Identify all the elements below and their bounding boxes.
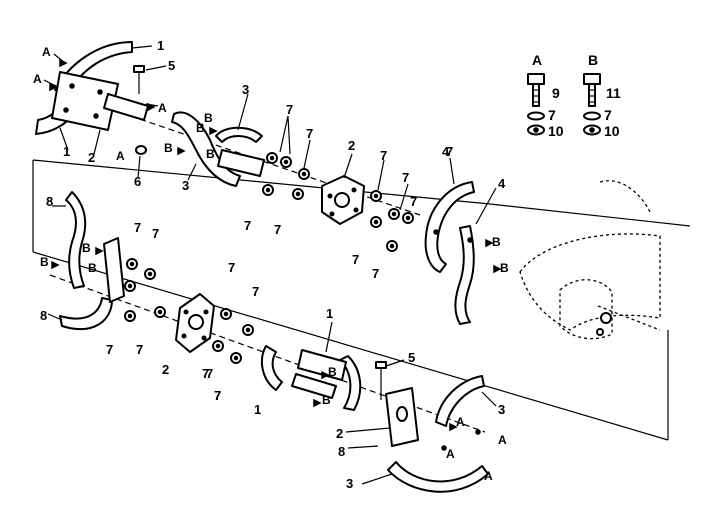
callout-a: A bbox=[498, 433, 507, 447]
callout-7: 7 bbox=[252, 284, 259, 299]
bolt-b-icon bbox=[583, 73, 601, 85]
callout-5: 5 bbox=[168, 58, 175, 73]
callout-7: 7 bbox=[214, 388, 221, 403]
washer-stack-top bbox=[262, 152, 310, 200]
callout-3: 3 bbox=[242, 82, 249, 97]
flange-3 bbox=[215, 126, 263, 143]
callout-7: 7 bbox=[244, 218, 251, 233]
callout-2: 2 bbox=[162, 362, 169, 377]
callout-b: B bbox=[206, 147, 215, 161]
callout-2: 2 bbox=[348, 138, 355, 153]
callout-7: 7 bbox=[274, 222, 281, 237]
tine-1-bottom bbox=[260, 345, 283, 391]
callout-a: A bbox=[42, 45, 51, 59]
callout-7: 7 bbox=[352, 252, 359, 267]
callout-2: 2 bbox=[336, 426, 343, 441]
callout-8: 8 bbox=[40, 308, 47, 323]
washer-b-icon bbox=[583, 111, 601, 121]
svg-text:11: 11 bbox=[606, 85, 621, 101]
callout-4: 4 bbox=[442, 144, 450, 159]
callout-labels: 1 1 2 5 A A A A 6 3 B B B B 3 7 7 7 7 2 … bbox=[33, 38, 509, 491]
callout-7: 7 bbox=[446, 144, 453, 159]
hub-tube-bottom bbox=[291, 373, 337, 399]
tine-8-upper bbox=[65, 191, 87, 289]
hardware-legend: A B 9 7 10 11 7 10 bbox=[527, 52, 621, 139]
callout-b: B bbox=[40, 255, 49, 269]
hub-tube bbox=[103, 93, 149, 121]
callout-7: 7 bbox=[152, 226, 159, 241]
flange-bottom-left bbox=[103, 237, 125, 303]
tiller-housing-outline bbox=[519, 180, 661, 340]
nut-6 bbox=[135, 145, 147, 155]
tine-1-bottom-right bbox=[339, 355, 362, 411]
callout-a: A bbox=[456, 415, 465, 429]
washer-stack-bottom-left bbox=[124, 258, 166, 322]
tine-4-right bbox=[454, 225, 475, 325]
tine-8-lower bbox=[59, 297, 113, 331]
callout-8: 8 bbox=[46, 194, 53, 209]
mounting-plate-2 bbox=[51, 71, 119, 131]
legend-letter-b: B bbox=[588, 52, 598, 68]
svg-text:10: 10 bbox=[548, 123, 564, 139]
callout-5: 5 bbox=[408, 350, 415, 365]
svg-text:10: 10 bbox=[604, 123, 620, 139]
callout-7: 7 bbox=[202, 366, 209, 381]
callout-2: 2 bbox=[88, 150, 95, 165]
callout-6: 6 bbox=[134, 174, 141, 189]
callout-a: A bbox=[158, 101, 167, 115]
svg-text:9: 9 bbox=[552, 85, 560, 101]
callout-b: B bbox=[322, 393, 331, 407]
callout-3: 3 bbox=[346, 476, 353, 491]
callout-7: 7 bbox=[206, 366, 213, 381]
callout-a: A bbox=[116, 149, 125, 163]
callout-7: 7 bbox=[306, 126, 313, 141]
callout-3: 3 bbox=[498, 402, 505, 417]
tine-3-bottom bbox=[387, 461, 489, 493]
washer-a-icon bbox=[527, 111, 545, 121]
callout-8: 8 bbox=[338, 444, 345, 459]
flange-3-lower bbox=[217, 149, 265, 177]
tine-4-left bbox=[424, 181, 475, 273]
callout-b: B bbox=[88, 261, 97, 275]
bolt-a-icon bbox=[527, 73, 545, 85]
callout-a: A bbox=[33, 72, 42, 86]
callout-1: 1 bbox=[157, 38, 164, 53]
callout-4: 4 bbox=[498, 176, 506, 191]
callout-b: B bbox=[492, 235, 501, 249]
washer-stack-top-right bbox=[370, 190, 414, 252]
callout-b: B bbox=[500, 261, 509, 275]
legend-letter-a: A bbox=[532, 52, 542, 68]
callout-7: 7 bbox=[410, 194, 417, 209]
bolt-5-bottom bbox=[375, 361, 387, 369]
plate-bottom bbox=[297, 349, 347, 381]
callout-3: 3 bbox=[182, 178, 189, 193]
callout-7: 7 bbox=[286, 102, 293, 117]
callout-1: 1 bbox=[326, 306, 333, 321]
callout-1: 1 bbox=[63, 144, 70, 159]
callout-1: 1 bbox=[254, 402, 261, 417]
arrow-markers bbox=[49, 58, 502, 432]
callout-7: 7 bbox=[380, 148, 387, 163]
callout-b: B bbox=[164, 141, 173, 155]
callout-a: A bbox=[446, 447, 455, 461]
callout-b: B bbox=[328, 365, 337, 379]
callout-7: 7 bbox=[228, 260, 235, 275]
svg-text:7: 7 bbox=[604, 107, 612, 123]
callout-7: 7 bbox=[214, 388, 221, 403]
callout-b: B bbox=[82, 241, 91, 255]
callout-7: 7 bbox=[136, 342, 143, 357]
callout-a: A bbox=[484, 469, 493, 483]
tine-3-bottom-right bbox=[435, 375, 485, 427]
callout-7: 7 bbox=[372, 266, 379, 281]
bolt-5 bbox=[133, 65, 145, 73]
callout-b: B bbox=[204, 111, 213, 125]
callout-7: 7 bbox=[106, 342, 113, 357]
svg-text:7: 7 bbox=[548, 107, 556, 123]
washer-stack-bottom-mid bbox=[212, 308, 254, 364]
callout-7: 7 bbox=[134, 220, 141, 235]
callout-b: B bbox=[196, 121, 205, 135]
callout-7: 7 bbox=[402, 170, 409, 185]
